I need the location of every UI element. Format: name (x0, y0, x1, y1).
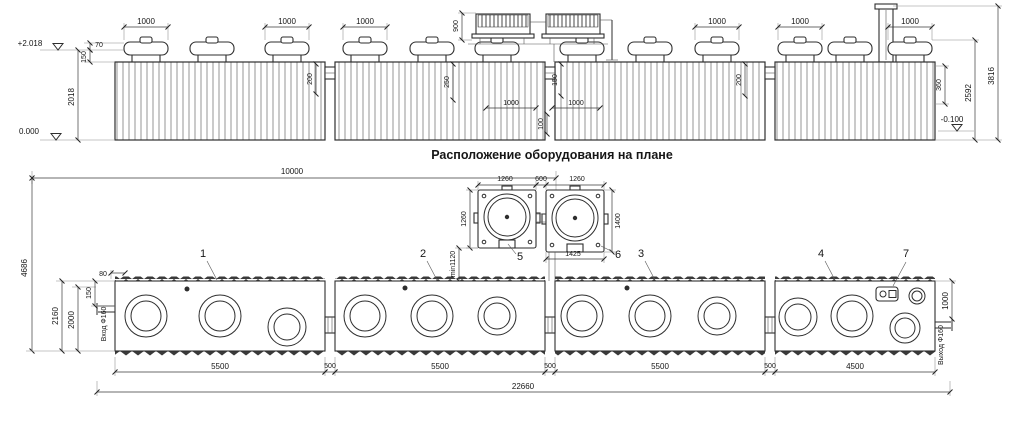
leader-line (507, 243, 517, 255)
item-7-device (875, 286, 899, 302)
elevation-left-dims: 70 150 2018 +2.018 0.000 (18, 39, 124, 143)
dim-label: 2592 (964, 84, 973, 102)
tank-3-number: 3 (638, 248, 644, 260)
dim-label: 1000 (791, 17, 809, 26)
tank-2-plan (334, 276, 546, 356)
level-mark-icon (950, 124, 964, 132)
dim-label: 4686 (20, 259, 29, 277)
dim-label: 1000 (708, 17, 726, 26)
dim-label: 1000 (941, 292, 950, 310)
leader-line (892, 261, 907, 287)
dim-label: 5500 (651, 362, 669, 371)
tank-2-elevation (334, 61, 546, 141)
tank-4-elevation (774, 61, 936, 141)
blower-unit-6-plan (541, 185, 609, 253)
elevation-mark-top: +2.018 (18, 39, 43, 48)
tank-1-elevation (114, 61, 326, 141)
tank-lids (123, 36, 933, 64)
level-mark-icon (51, 43, 65, 51)
dim-label: 200 (307, 73, 314, 85)
leader-line (206, 260, 218, 281)
leader-line (644, 260, 656, 281)
inlet-label: Вход Ф160 (101, 307, 108, 342)
dim-label: 150 (86, 287, 93, 299)
tank-3-elevation (554, 61, 766, 141)
plan-view: Расположение оборудования на плане 10000 (20, 148, 956, 396)
pipe-couplings-plan (324, 316, 776, 334)
dim-label: 1000 (568, 100, 584, 107)
leader-line (426, 260, 438, 281)
dim-10000: 10000 (29, 167, 559, 192)
dim-label: 150 (552, 74, 559, 86)
dim-label: 1400 (615, 213, 622, 229)
dim-blower-height: 900 (453, 10, 476, 43)
dim-label: 1000 (278, 17, 296, 26)
dim-label: 2160 (51, 307, 60, 325)
dim-label: 250 (444, 76, 451, 88)
blower-dims: 1260 600 1260 1260 1400 1425 min1120 (450, 176, 622, 284)
dim-label: 600 (535, 176, 547, 183)
dim-label: 100 (538, 118, 545, 130)
tank-2-number: 2 (420, 248, 426, 260)
dim-label: 80 (99, 271, 107, 278)
dim-label: 500 (764, 363, 776, 370)
dim-label: 900 (453, 20, 460, 32)
dim-label: 1000 (901, 17, 919, 26)
dim-label: 200 (736, 74, 743, 86)
elevation-view: 1000 1000 1000 1000 1000 1000 900 70 150 (18, 3, 1002, 143)
dim-label: 1260 (569, 176, 585, 183)
dim-label: 1260 (497, 176, 513, 183)
dim-label: 2018 (67, 88, 76, 106)
item-7-number: 7 (903, 248, 909, 260)
plan-title: Расположение оборудования на плане (431, 148, 673, 162)
dim-label: 5500 (211, 362, 229, 371)
level-mark-icon (49, 133, 63, 141)
blower-unit-5-plan (473, 185, 541, 249)
elevation-mark-zero: 0.000 (19, 127, 40, 136)
tank-3-plan (554, 276, 766, 356)
elevation-mark-right: -0.100 (941, 115, 964, 124)
dim-label: 1000 (356, 17, 374, 26)
dim-label: 150 (81, 51, 88, 63)
item-6-number: 6 (615, 249, 621, 261)
dim-label: 1000 (503, 100, 519, 107)
item-5-number: 5 (517, 251, 523, 263)
plan-left-dims: 4686 2160 2000 150 80 Вход Ф160 (20, 175, 128, 354)
dim-label: 3816 (987, 67, 996, 85)
tank-1-number: 1 (200, 248, 206, 260)
tank-1-plan (114, 276, 326, 356)
plan-bottom-dims: 5500 500 5500 500 5500 500 4500 22660 (94, 357, 953, 396)
elevation-top-dims: 1000 1000 1000 1000 1000 1000 (121, 17, 935, 40)
dim-label: 10000 (281, 167, 304, 176)
dim-label: 70 (95, 42, 103, 49)
tank-4-number: 4 (818, 248, 824, 260)
dim-label: 5500 (431, 362, 449, 371)
blower-unit-a-elevation (468, 13, 538, 45)
plan-right-dims: 1000 Выход Ф160 (935, 278, 956, 365)
dim-label: 1000 (137, 17, 155, 26)
dim-label: 2000 (67, 311, 76, 329)
leader-line (600, 245, 614, 253)
dim-label: min1120 (450, 251, 457, 277)
dim-label: 1260 (461, 211, 468, 227)
dim-label: 22660 (512, 382, 535, 391)
elevation-inner-dims: 200 250 1000 100 150 1000 200 360 (307, 61, 949, 137)
elevation-right-dims: 2592 3816 -0.100 (893, 3, 1002, 143)
leader-line (824, 260, 836, 281)
dim-label: 500 (324, 363, 336, 370)
blower-unit-b-elevation (538, 13, 608, 45)
pipe-couplings-elevation (324, 66, 776, 80)
dim-label: 360 (936, 79, 943, 91)
air-piping-elevation (530, 19, 618, 62)
dim-label: 4500 (846, 362, 864, 371)
outlet-label: Выход Ф160 (938, 325, 945, 365)
dim-label: 500 (544, 363, 556, 370)
dim-label: 1425 (565, 251, 581, 258)
tank-4-plan (774, 276, 936, 356)
